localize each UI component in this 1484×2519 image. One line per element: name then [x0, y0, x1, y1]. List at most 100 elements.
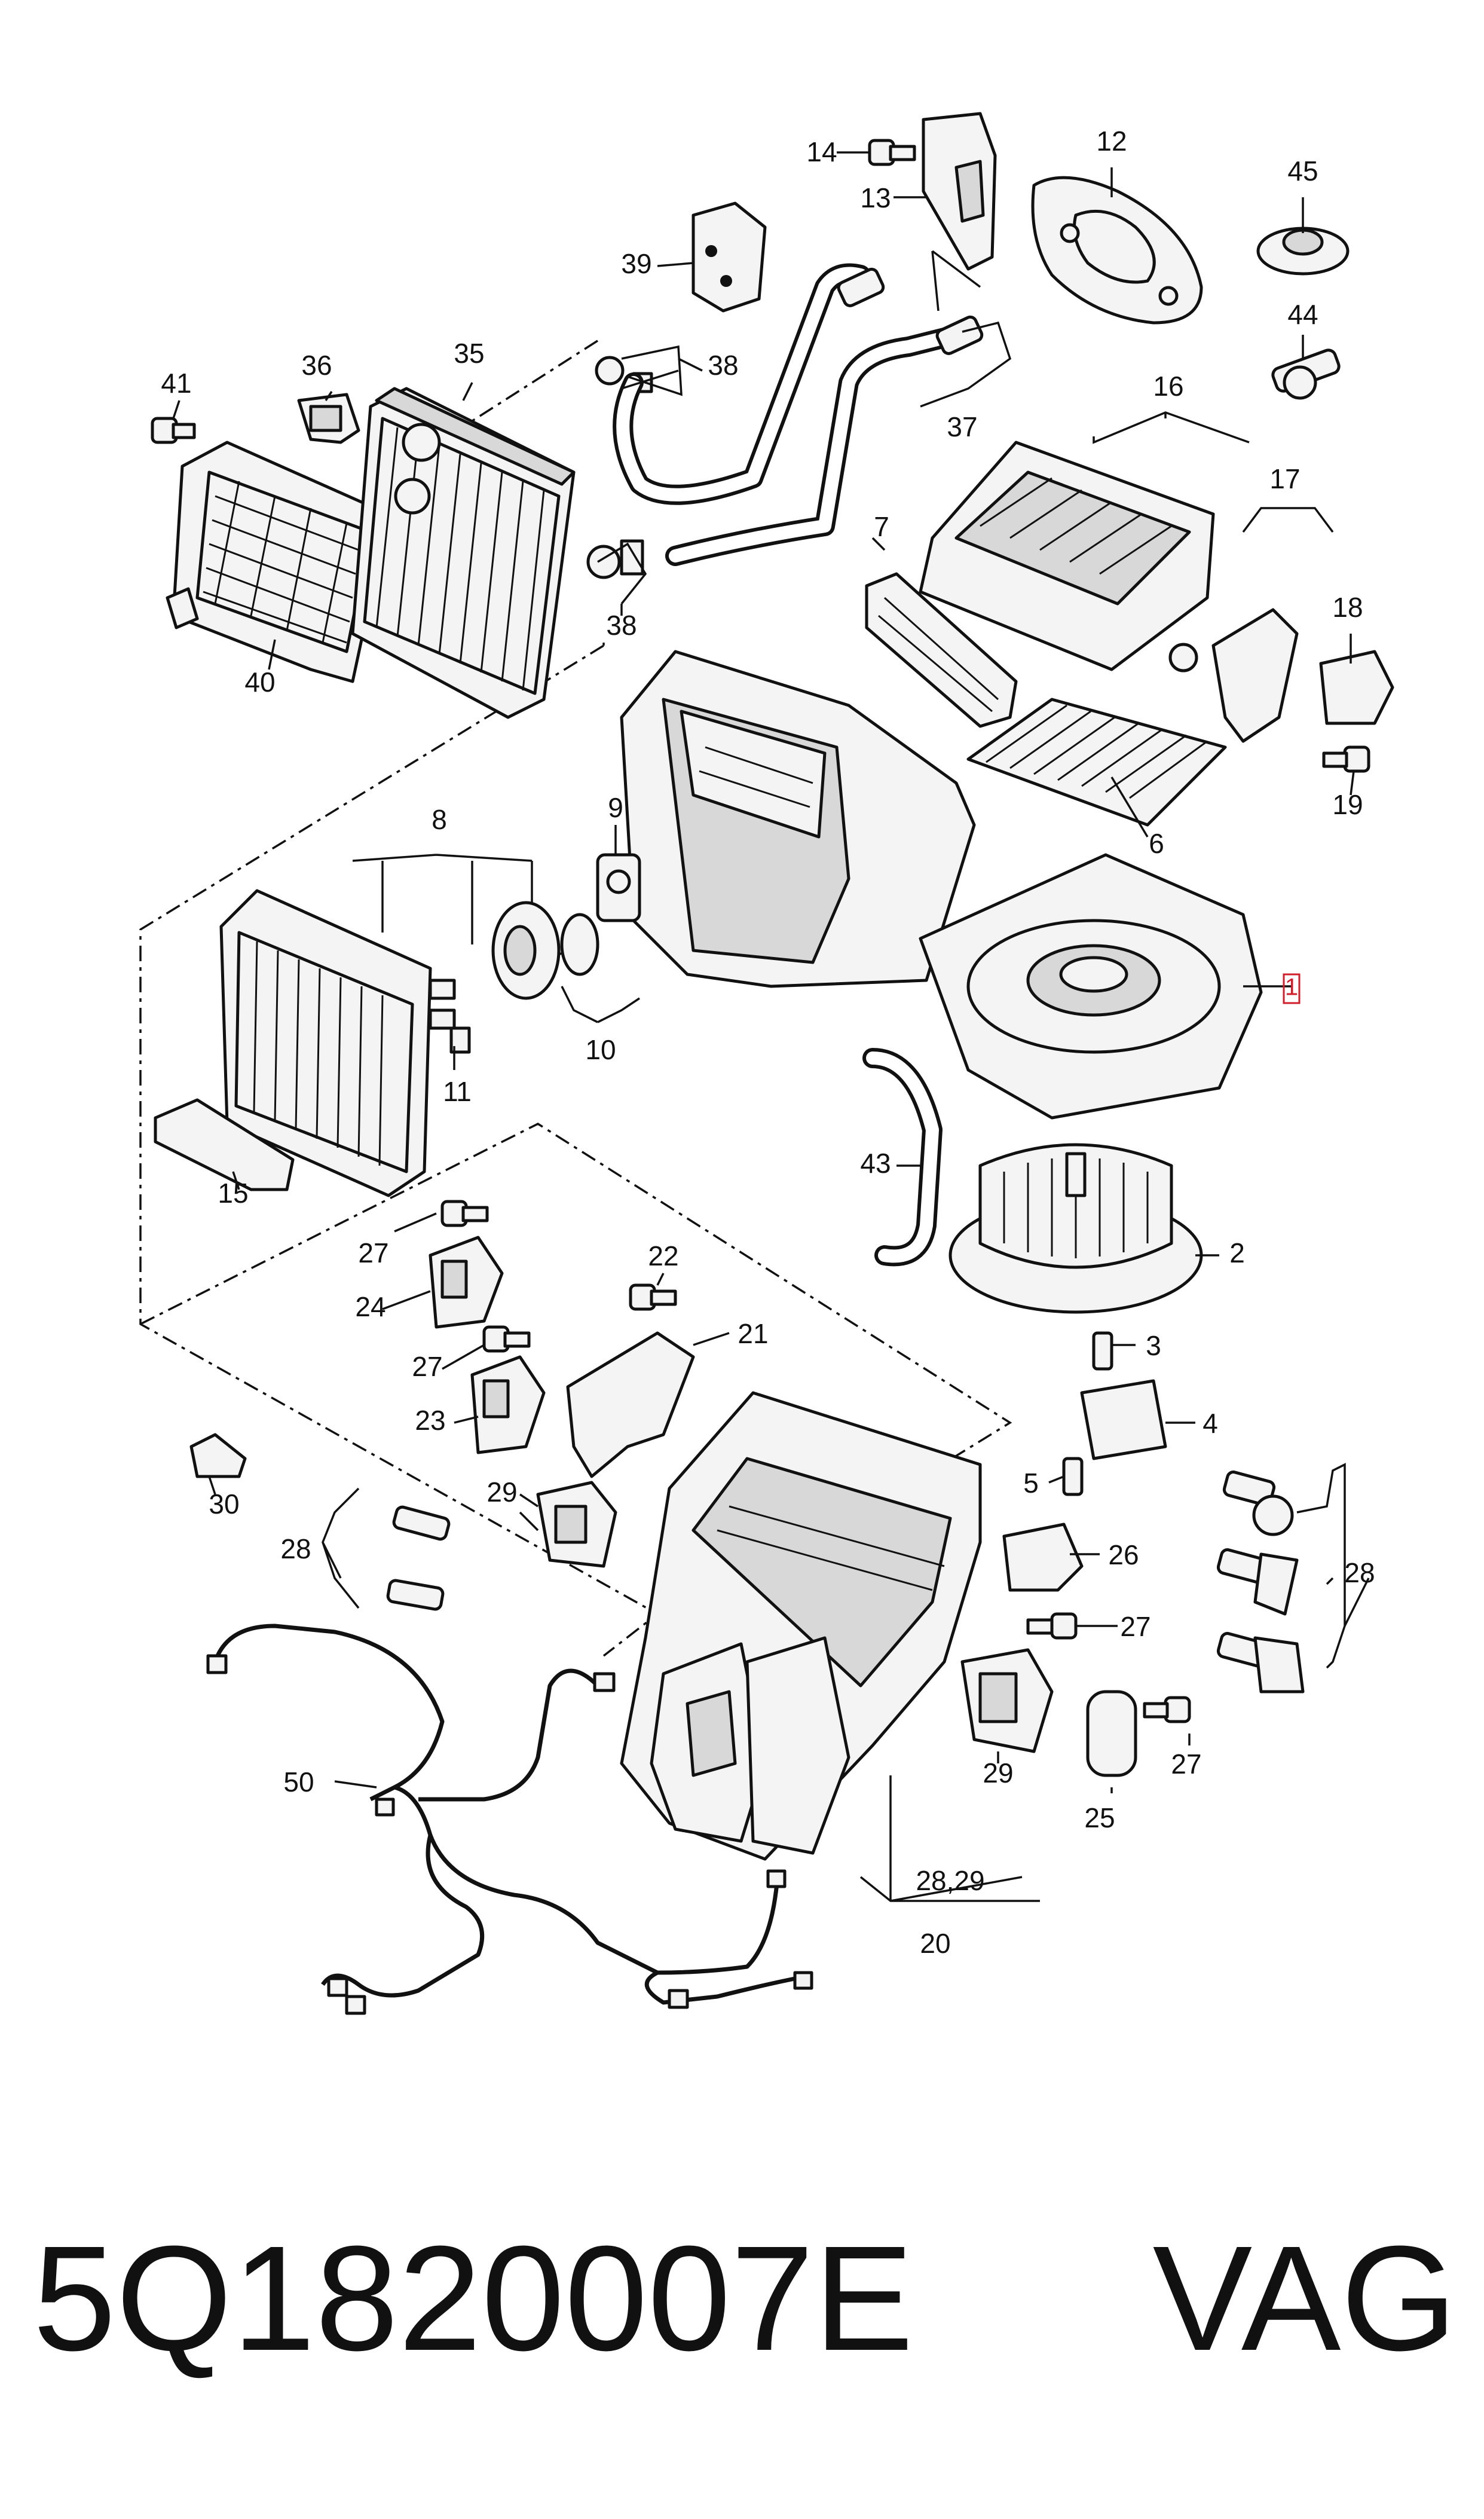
callout-25: 25 — [1084, 1802, 1115, 1833]
callout-41: 41 — [161, 368, 191, 399]
callout-2: 2 — [1229, 1237, 1245, 1268]
callout-30: 30 — [209, 1488, 239, 1520]
callout-21: 21 — [738, 1318, 768, 1349]
callout-27c: 27 — [1120, 1611, 1151, 1642]
callout-1: 1 — [1285, 974, 1298, 1001]
callout-9: 9 — [608, 792, 623, 823]
part-39-bracket — [691, 201, 767, 313]
part-number: 5Q1820007E — [33, 2215, 914, 2382]
part-3-screw — [1092, 1331, 1113, 1371]
callout-36: 36 — [301, 350, 332, 381]
part-9-expansion-valve — [596, 853, 641, 922]
part-22-screw — [629, 1283, 677, 1311]
callout-24: 24 — [355, 1291, 385, 1322]
callout-50: 50 — [283, 1766, 314, 1797]
callout-37: 37 — [947, 411, 977, 442]
part-28-actuator-right-1 — [1222, 1471, 1294, 1536]
part-50-wiring-harness — [206, 1624, 813, 2015]
callout-27b: 27 — [412, 1351, 442, 1382]
part-36-clip — [297, 393, 360, 444]
callout-28-29: 28,29 — [916, 1865, 984, 1896]
callout-27a: 27 — [358, 1237, 388, 1268]
callout-10: 10 — [585, 1034, 616, 1065]
callout-14: 14 — [806, 136, 837, 167]
part-10-seals — [491, 901, 599, 1000]
callout-12: 12 — [1096, 126, 1127, 157]
part-27-screw-d — [1143, 1696, 1191, 1723]
part-18-servo-motor — [1319, 650, 1394, 725]
part-27-screw-c — [1026, 1612, 1078, 1640]
callout-39: 39 — [621, 248, 651, 279]
part-19-bolt — [1322, 745, 1370, 773]
part-16-flap-housing — [919, 441, 1215, 671]
part-26-actuator — [1002, 1523, 1084, 1592]
part-23-actuator — [470, 1355, 546, 1454]
part-1-housing — [620, 650, 1263, 1120]
part-14-bolt — [868, 139, 916, 166]
callout-45: 45 — [1287, 155, 1318, 187]
callout-43: 43 — [860, 1148, 891, 1179]
callout-labels: 1 2 3 4 5 6 7 8 9 10 11 12 13 14 15 16 1… — [161, 126, 1375, 1959]
callout-15: 15 — [218, 1178, 248, 1209]
callout-7: 7 — [874, 511, 889, 542]
part-15-bracket — [154, 1098, 295, 1191]
callout-22: 22 — [648, 1240, 678, 1271]
part-7-flap — [865, 572, 1018, 728]
part-28-actuator-left-2 — [386, 1579, 445, 1611]
brand-name: VAG — [1152, 2215, 1457, 2382]
part-21-lever-assembly — [566, 1331, 695, 1478]
callout-18: 18 — [1332, 592, 1363, 623]
part-4-cover — [1080, 1379, 1167, 1460]
callout-40: 40 — [244, 667, 275, 698]
callout-28b: 28 — [1344, 1557, 1375, 1588]
part-13-cover — [922, 112, 997, 271]
part-27-screw-a — [440, 1200, 489, 1227]
callout-13: 13 — [860, 182, 891, 213]
part-17-lever — [1168, 608, 1299, 743]
upper-boundary — [382, 340, 598, 982]
callout-35: 35 — [454, 338, 484, 369]
part-8-heat-exchanger — [219, 889, 432, 1197]
highlight-box-1 — [1283, 973, 1301, 1004]
part-28-actuator-right-2 — [1216, 1548, 1299, 1616]
callout-11: 11 — [443, 1076, 472, 1107]
callout-28a: 28 — [280, 1533, 311, 1564]
callout-27d: 27 — [1171, 1748, 1201, 1780]
callout-38a: 38 — [708, 350, 738, 381]
callout-29a: 29 — [486, 1476, 517, 1508]
part-12-gasket — [1031, 176, 1203, 325]
callout-19: 19 — [1332, 789, 1363, 820]
callout-23: 23 — [415, 1405, 445, 1436]
callout-38b: 38 — [606, 610, 637, 641]
part-35-evaporator — [351, 387, 576, 719]
part-27-screw-b — [482, 1325, 531, 1353]
assembly-boundary — [139, 643, 1012, 1657]
callout-4: 4 — [1203, 1408, 1218, 1439]
callout-26: 26 — [1108, 1539, 1139, 1570]
callout-8: 8 — [432, 804, 447, 835]
part-41-bolt — [151, 417, 196, 444]
callout-6: 6 — [1149, 828, 1164, 859]
callout-16: 16 — [1153, 371, 1183, 402]
part-24-actuator — [429, 1236, 504, 1329]
part-44-plug — [1271, 348, 1341, 400]
part-43-coolant-hose — [862, 1048, 943, 1267]
callout-20: 20 — [920, 1928, 950, 1959]
part-38-hose-clip-lower — [586, 539, 644, 579]
callout-17: 17 — [1269, 463, 1300, 494]
part-45-nut — [1256, 227, 1350, 276]
part-30-clip — [189, 1433, 247, 1478]
part-37-refrigerant-lines — [613, 263, 984, 566]
part-28-actuator-left-1 — [392, 1505, 451, 1541]
part-29-duct-right — [960, 1648, 1054, 1753]
part-40-filter-frame — [166, 441, 390, 683]
callout-3: 3 — [1146, 1330, 1161, 1361]
part-6-dust-filter — [966, 698, 1227, 827]
part-5-screw — [1062, 1457, 1084, 1496]
leader-lines — [172, 151, 1370, 1902]
callout-5: 5 — [1023, 1468, 1039, 1499]
callout-29b: 29 — [983, 1757, 1013, 1789]
part-2-blower-motor — [948, 1143, 1203, 1314]
part-25-sensor — [1086, 1690, 1137, 1777]
